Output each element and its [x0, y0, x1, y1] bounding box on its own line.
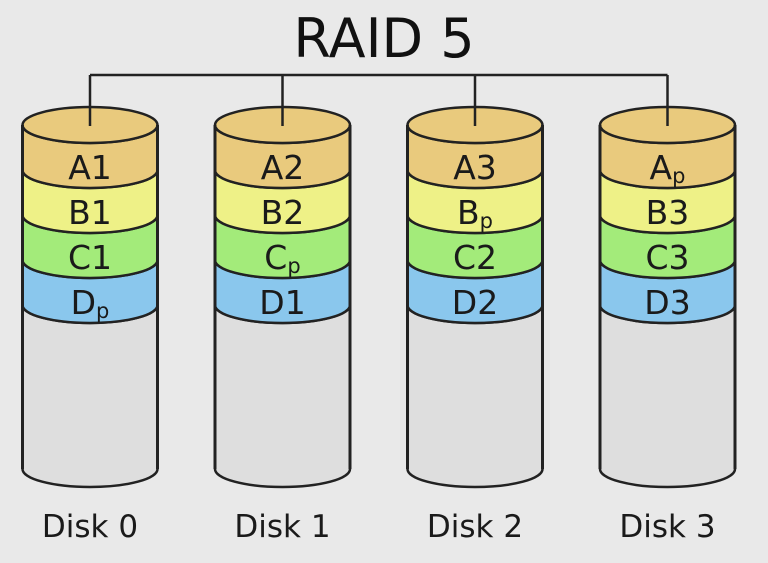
disk-3-side-walls	[598, 125, 737, 469]
disk-2-block-2-label: C2	[453, 238, 497, 277]
disk-2-block-1-label: Bp	[457, 193, 493, 233]
disk-3-body	[598, 304, 737, 489]
disk-3-block-1-label: B3	[646, 193, 690, 232]
disk-3-block-0-label: Ap	[650, 148, 686, 188]
disk-3-name: Disk 3	[619, 509, 715, 545]
disk-3-block-3-label: D3	[644, 283, 690, 322]
diagram-title: RAID 5	[293, 7, 474, 70]
disk-0-body	[21, 304, 159, 489]
disk-0-block-3-label: Dp	[71, 283, 110, 323]
disk-1-block-2-label: Cp	[264, 238, 300, 278]
disk-2-name: Disk 2	[427, 509, 523, 545]
disk-2-side-walls	[406, 125, 544, 469]
disk-1-block-3-label: D1	[259, 283, 305, 322]
disk-2-block-0-label: A3	[453, 148, 497, 187]
disk-3: Ap B3 C3 D3 Disk 3	[598, 105, 737, 545]
disk-2-body	[406, 304, 544, 489]
disk-1-name: Disk 1	[234, 509, 330, 545]
disk-1-side-walls	[213, 125, 352, 469]
disk-0: A1 B1 C1 Dp Disk 0	[21, 105, 159, 545]
disk-2-block-3-label: D2	[452, 283, 498, 322]
disk-0-block-1-label: B1	[68, 193, 112, 232]
disk-0-block-2-label: C1	[68, 238, 112, 277]
disk-1-block-1-label: B2	[261, 193, 305, 232]
disk-2: A3 Bp C2 D2 Disk 2	[406, 105, 544, 545]
disk-1-block-0-label: A2	[261, 148, 305, 187]
disk-0-side-walls	[21, 125, 159, 469]
disk-0-block-0-label: A1	[68, 148, 112, 187]
disk-1: A2 B2 Cp D1 Disk 1	[213, 105, 352, 545]
disk-0-name: Disk 0	[42, 509, 138, 545]
disk-3-block-2-label: C3	[645, 238, 689, 277]
bus-connector-lines	[88, 73, 669, 126]
disk-1-body	[213, 304, 352, 489]
